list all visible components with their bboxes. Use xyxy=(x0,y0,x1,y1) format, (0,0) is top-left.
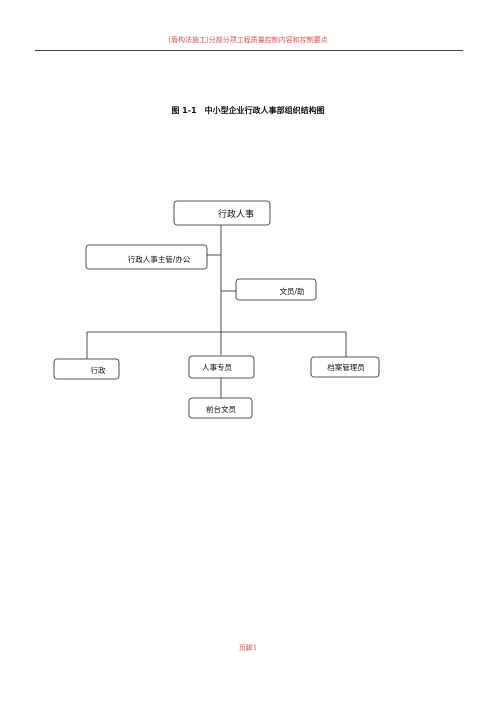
node-root-label: 行政人事 xyxy=(218,208,254,220)
figure-title: 图 1-1 中小型企业行政人事部组织结构图 xyxy=(171,106,325,115)
node-root-box xyxy=(173,200,271,226)
node-front-desk-label: 前台文员 xyxy=(206,404,236,414)
node-root: 行政人事 xyxy=(173,200,271,226)
node-admin-label: 行政 xyxy=(91,365,106,375)
node-supervisor-label: 行政人事主管/办公 xyxy=(128,254,191,264)
node-hr-specialist-label: 人事专员 xyxy=(202,362,232,372)
node-archive-manager: 档案管理员 xyxy=(310,356,380,378)
node-supervisor-box xyxy=(85,244,208,270)
node-assistant-box xyxy=(235,278,317,301)
node-supervisor: 行政人事主管/办公 xyxy=(85,244,208,270)
node-front-desk: 前台文员 xyxy=(188,397,253,419)
node-admin: 行政 xyxy=(53,358,120,380)
node-archive-manager-box xyxy=(310,356,380,378)
header-divider xyxy=(35,50,463,51)
page-header: (盾构法施工)分部分项工程质量控制内容和控制要点 xyxy=(168,36,328,44)
node-archive-manager-label: 档案管理员 xyxy=(327,362,365,372)
node-front-desk-box xyxy=(188,397,253,419)
node-hr-specialist: 人事专员 xyxy=(188,355,255,379)
page-footer: 页脚1 xyxy=(238,644,258,652)
node-admin-box xyxy=(53,358,120,380)
node-assistant: 文员/助 xyxy=(235,278,317,301)
org-chart-connectors xyxy=(86,225,347,398)
node-hr-specialist-box xyxy=(188,355,255,379)
node-assistant-label: 文员/助 xyxy=(279,286,304,296)
